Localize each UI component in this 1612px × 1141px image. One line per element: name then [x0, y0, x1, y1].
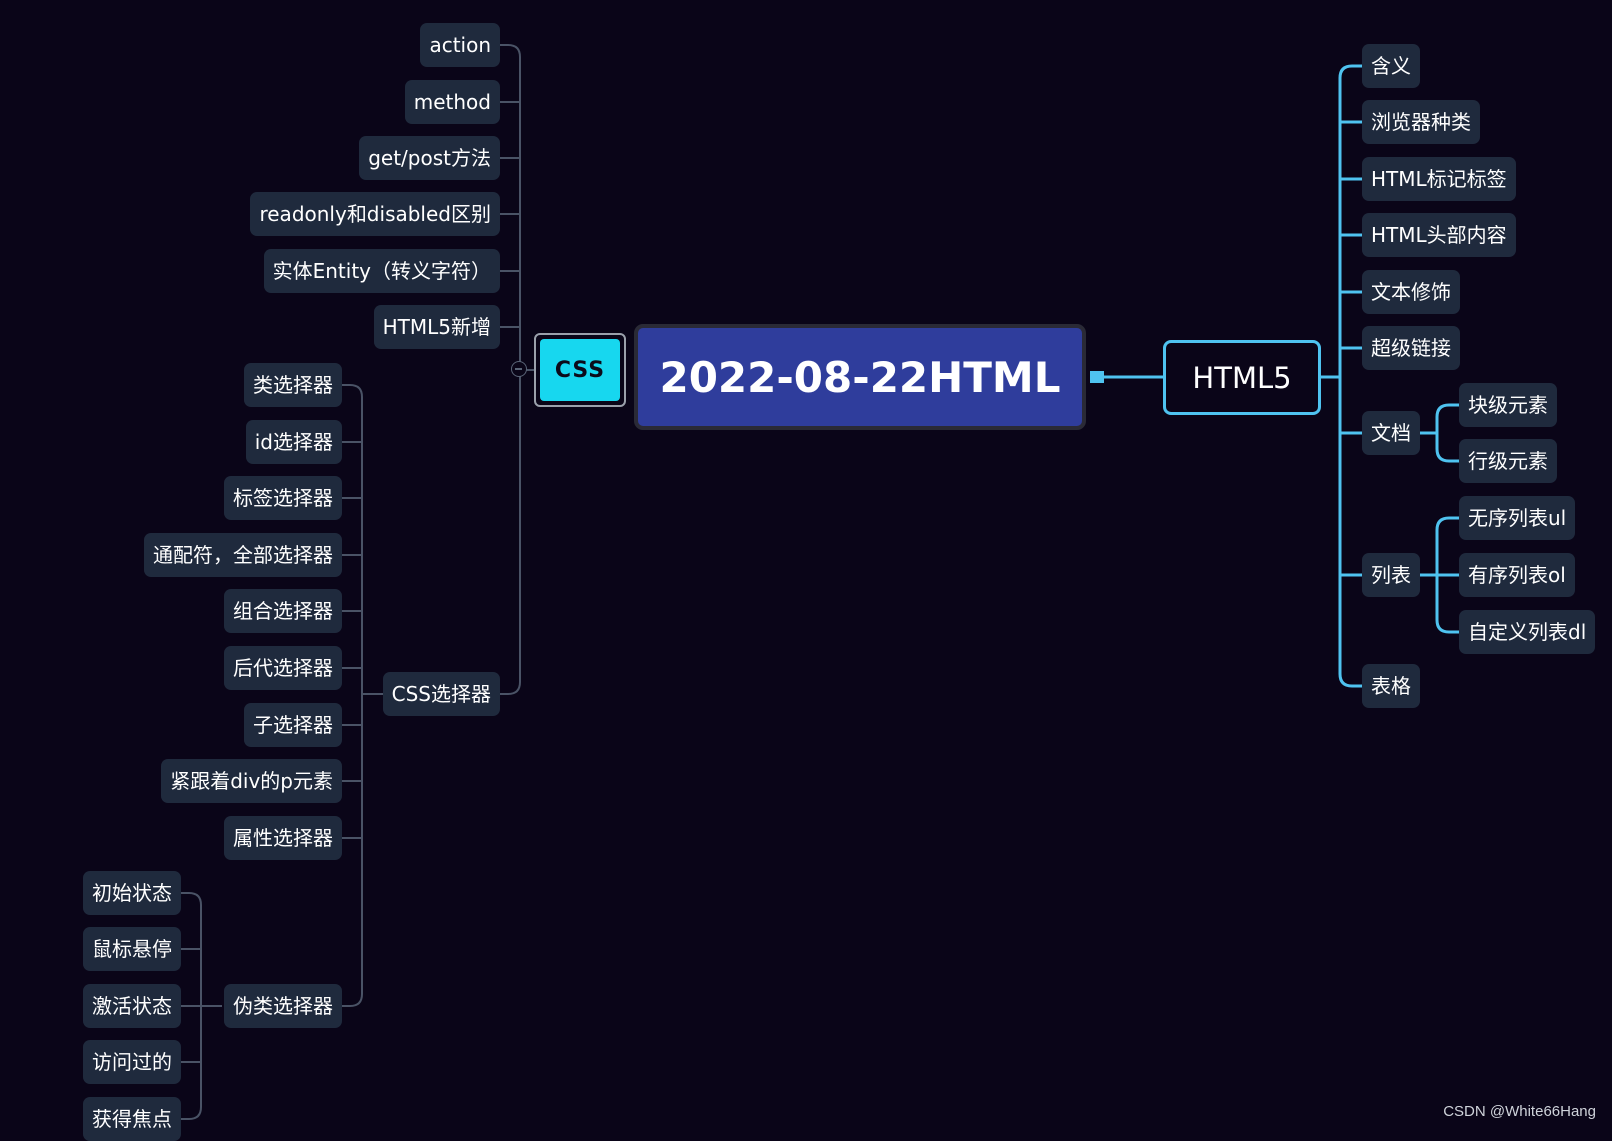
topic-attribute-selector[interactable]: 属性选择器: [224, 816, 342, 860]
topic-id-selector[interactable]: id选择器: [245, 420, 342, 464]
topic-active-state[interactable]: 激活状态: [83, 984, 181, 1028]
root-title: 2022-08-22HTML: [659, 352, 1061, 402]
html5-branch-label: HTML5: [1192, 360, 1292, 395]
topic-adjacent-selector[interactable]: 紧跟着div的p元素: [161, 759, 342, 803]
css-branch-label: CSS: [540, 339, 620, 401]
topic-html-tags[interactable]: HTML标记标签: [1362, 157, 1516, 201]
html5-branch-node[interactable]: HTML5: [1163, 340, 1321, 415]
topic-text-decoration[interactable]: 文本修饰: [1362, 270, 1460, 314]
topic-unordered-list[interactable]: 无序列表ul: [1459, 496, 1576, 540]
topic-ordered-list[interactable]: 有序列表ol: [1459, 553, 1575, 597]
topic-descendant-selector[interactable]: 后代选择器: [224, 646, 342, 690]
topic-meaning[interactable]: 含义: [1362, 44, 1420, 88]
topic-group-selector[interactable]: 组合选择器: [224, 589, 342, 633]
topic-html-head[interactable]: HTML头部内容: [1362, 213, 1516, 257]
topic-entity[interactable]: 实体Entity（转义字符）: [263, 249, 500, 293]
topic-class-selector[interactable]: 类选择器: [244, 363, 342, 407]
topic-wildcard-selector[interactable]: 通配符，全部选择器: [144, 533, 342, 577]
topic-browser-types[interactable]: 浏览器种类: [1362, 100, 1480, 144]
watermark: CSDN @White66Hang: [1443, 1103, 1596, 1120]
topic-css-selectors[interactable]: CSS选择器: [382, 672, 500, 716]
topic-html5-new[interactable]: HTML5新增: [373, 305, 500, 349]
css-branch-node[interactable]: CSS: [534, 333, 626, 407]
topic-inline-element[interactable]: 行级元素: [1459, 439, 1557, 483]
topic-visited[interactable]: 访问过的: [83, 1040, 181, 1084]
topic-method[interactable]: method: [404, 80, 500, 124]
topic-definition-list[interactable]: 自定义列表dl: [1459, 610, 1596, 654]
topic-hover[interactable]: 鼠标悬停: [83, 927, 181, 971]
topic-pseudo-class-selector[interactable]: 伪类选择器: [224, 984, 342, 1028]
topic-document[interactable]: 文档: [1362, 411, 1420, 455]
topic-table[interactable]: 表格: [1362, 664, 1420, 708]
topic-action[interactable]: action: [420, 23, 500, 67]
topic-focus[interactable]: 获得焦点: [83, 1097, 181, 1141]
topic-hyperlink[interactable]: 超级链接: [1362, 326, 1460, 370]
topic-list[interactable]: 列表: [1362, 553, 1420, 597]
topic-initial-state[interactable]: 初始状态: [83, 871, 181, 915]
root-node[interactable]: 2022-08-22HTML: [634, 324, 1086, 430]
collapse-toggle-icon[interactable]: [511, 361, 527, 377]
topic-get-post[interactable]: get/post方法: [359, 136, 500, 180]
topic-tag-selector[interactable]: 标签选择器: [224, 476, 342, 520]
topic-child-selector[interactable]: 子选择器: [244, 703, 342, 747]
topic-readonly-disabled[interactable]: readonly和disabled区别: [250, 192, 500, 236]
topic-block-element[interactable]: 块级元素: [1459, 383, 1557, 427]
